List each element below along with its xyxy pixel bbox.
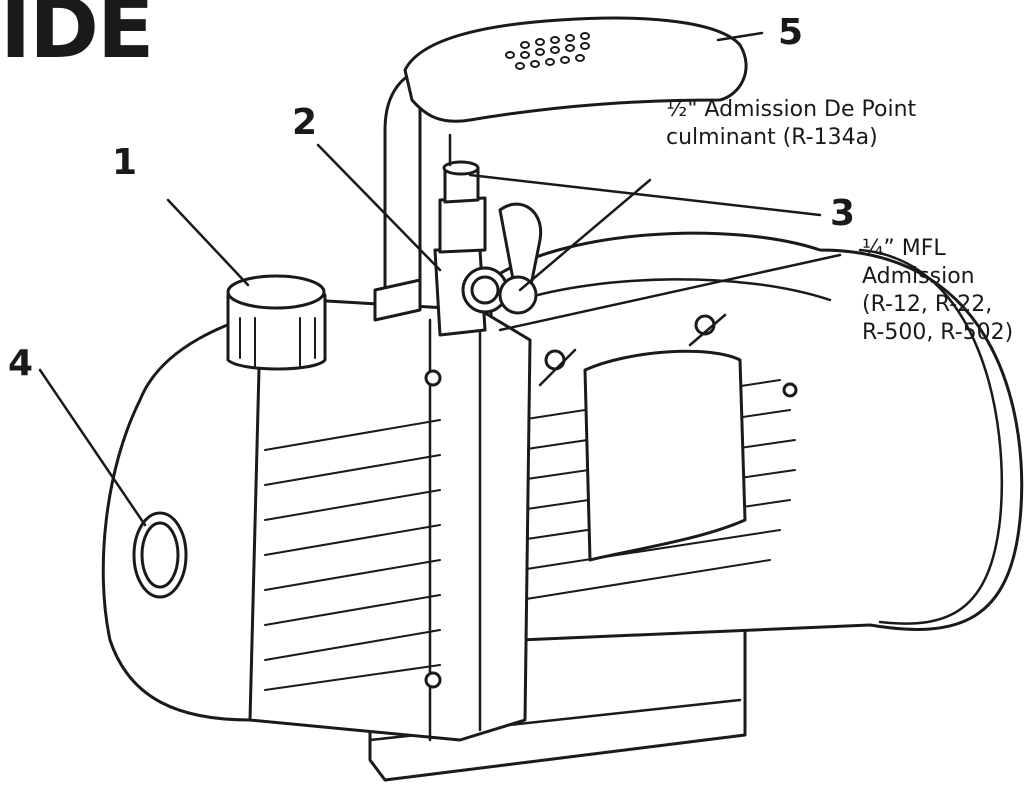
leader-lines [38,31,842,527]
callout-2: 2 [292,102,318,143]
callout-3: 3 [830,193,856,234]
page-heading: IDE [0,0,154,77]
callout-4: 4 [8,343,34,384]
oil-sight-glass [132,511,188,599]
carry-handle [383,16,748,347]
half-inch-intake-label: ½" Admission De Point culminant (R-134a) [666,96,916,152]
quarter-inch-intake-line-3: (R-12, R-22, [862,292,993,317]
motor-housing [488,231,1024,642]
half-inch-intake-line-1: ½" Admission De Point [666,97,917,122]
quarter-inch-intake-label: ¼” MFL Admission (R-12, R-22, R-500, R-5… [862,235,1013,347]
half-inch-intake-line-2: culminant (R-134a) [666,125,878,150]
callout-1: 1 [112,142,138,183]
quarter-inch-intake-line-2: Admission [862,264,975,289]
intake-valve-assembly [373,160,543,337]
oil-fill-cap [226,274,327,371]
quarter-inch-intake-line-4: R-500, R-502) [862,320,1014,345]
pump-housing [101,298,532,742]
quarter-inch-intake-line-1: ¼” MFL [862,236,946,261]
handle-grip-holes [505,32,590,70]
callout-5: 5 [778,12,804,53]
